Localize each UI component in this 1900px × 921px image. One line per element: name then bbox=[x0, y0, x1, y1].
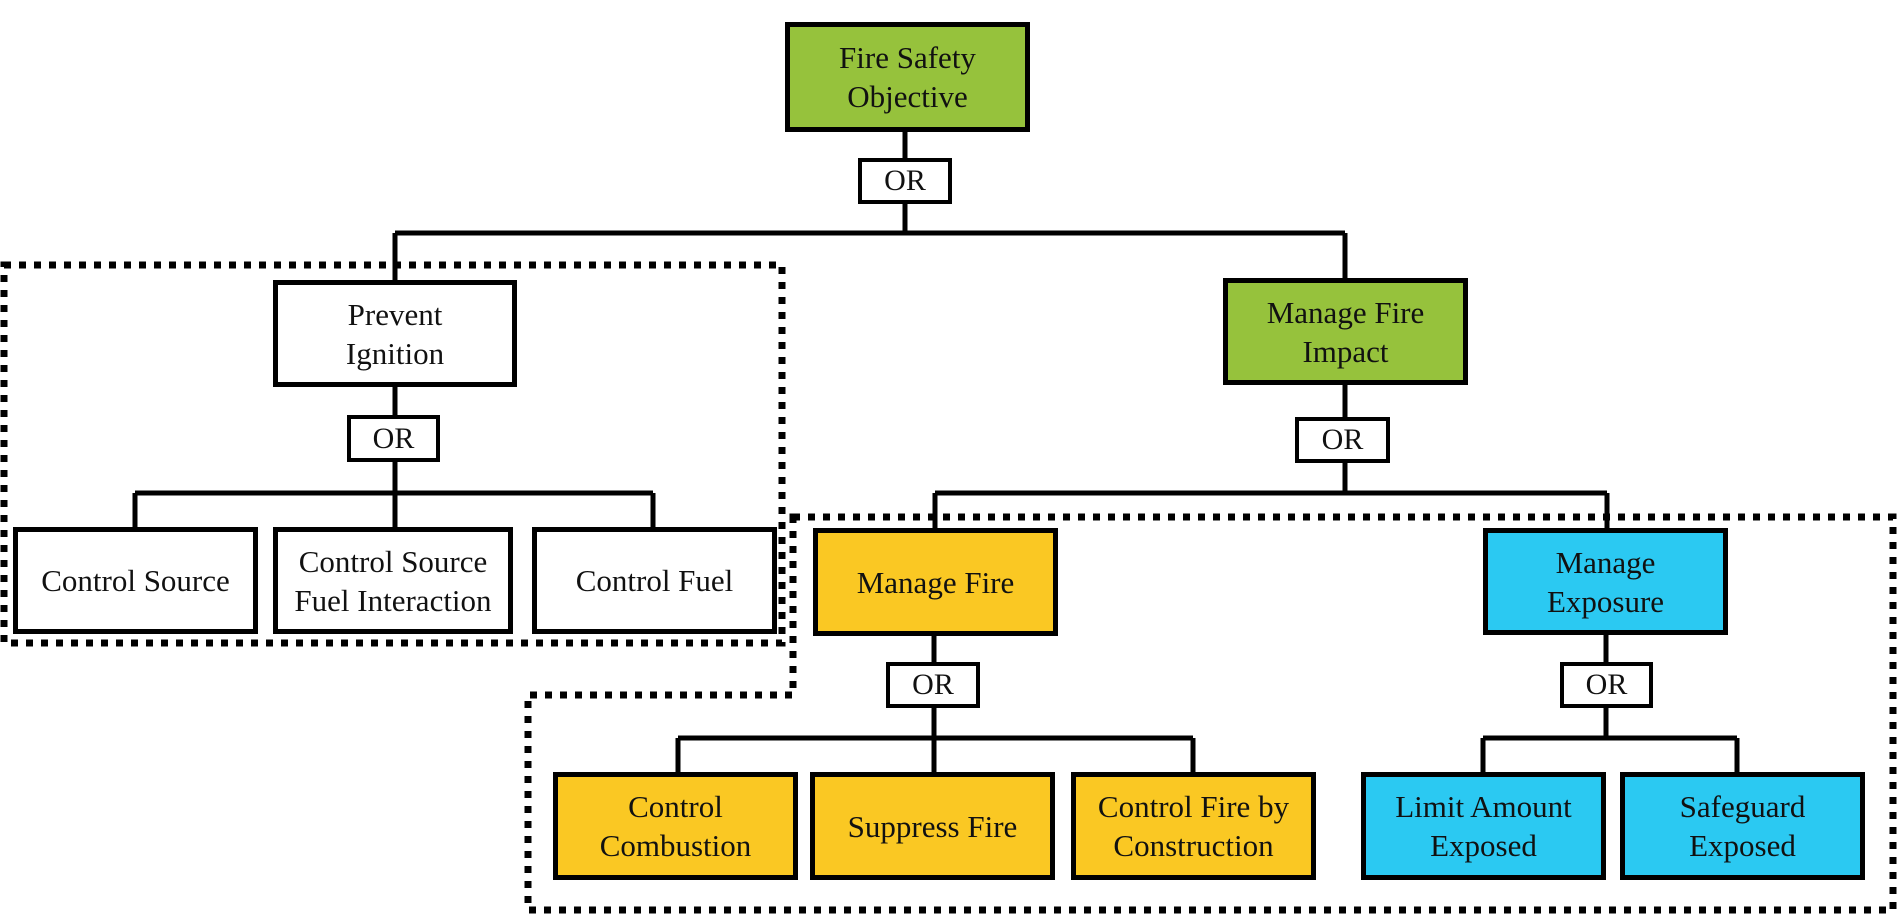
node-label-line: Fuel Interaction bbox=[294, 582, 492, 618]
dotted-outline-manage-fire-impact-group bbox=[524, 513, 1897, 914]
node-label-line: Suppress Fire bbox=[847, 808, 1018, 844]
node-label-line: Limit Amount bbox=[1395, 789, 1572, 824]
node-manage-fire: Manage Fire bbox=[813, 528, 1058, 636]
node-fire-safety-objective: Fire Safety Objective bbox=[785, 22, 1030, 132]
node-label-line: Control Fire by bbox=[1097, 789, 1290, 824]
node-control-source-fuel-interaction: Control Source Fuel Interaction bbox=[273, 527, 513, 634]
or-gate-manage-exposure: OR bbox=[1560, 662, 1653, 708]
node-control-fuel: Control Fuel bbox=[532, 527, 777, 634]
node-label-line: Exposure bbox=[1546, 583, 1665, 619]
node-control-fire-by-construction: Control Fire by Construction bbox=[1071, 772, 1316, 880]
node-label-line: Control Fuel bbox=[575, 563, 734, 598]
node-label-line: Manage bbox=[1555, 544, 1656, 580]
or-gate-manage-fire-impact: OR bbox=[1295, 417, 1390, 463]
node-label-line: Construction bbox=[1113, 828, 1274, 863]
node-manage-exposure: Manage Exposure bbox=[1483, 528, 1728, 635]
node-label-line: Safeguard bbox=[1679, 789, 1806, 824]
node-label-line: Combustion bbox=[599, 828, 752, 863]
node-label-line: Control Source bbox=[298, 543, 488, 579]
node-limit-amount-exposed: Limit Amount Exposed bbox=[1361, 772, 1606, 880]
dotted-outline-prevent-ignition-group bbox=[0, 261, 786, 647]
node-label-line: Control bbox=[628, 789, 723, 824]
node-label-line: Exposed bbox=[1689, 828, 1796, 863]
node-prevent-ignition: Prevent Ignition bbox=[273, 280, 517, 387]
node-label-line: Exposed bbox=[1430, 828, 1537, 863]
node-control-source: Control Source bbox=[13, 527, 258, 634]
node-safeguard-exposed: Safeguard Exposed bbox=[1620, 772, 1865, 880]
node-label-line: Prevent bbox=[347, 296, 443, 332]
node-label-line: Ignition bbox=[345, 335, 445, 371]
node-label-line: Manage Fire bbox=[1266, 294, 1425, 330]
node-label-line: Objective bbox=[847, 79, 968, 114]
node-label-line: Fire Safety bbox=[839, 40, 976, 75]
node-control-combustion: Control Combustion bbox=[553, 772, 798, 880]
or-gate-prevent-ignition: OR bbox=[347, 415, 440, 462]
node-label-line: Impact bbox=[1302, 333, 1389, 369]
node-suppress-fire: Suppress Fire bbox=[810, 772, 1055, 880]
node-manage-fire-impact: Manage Fire Impact bbox=[1223, 278, 1468, 385]
node-label-line: Manage Fire bbox=[856, 564, 1015, 600]
or-gate-root: OR bbox=[858, 158, 952, 204]
node-label-line: Control Source bbox=[41, 563, 230, 598]
or-gate-manage-fire: OR bbox=[886, 662, 980, 708]
